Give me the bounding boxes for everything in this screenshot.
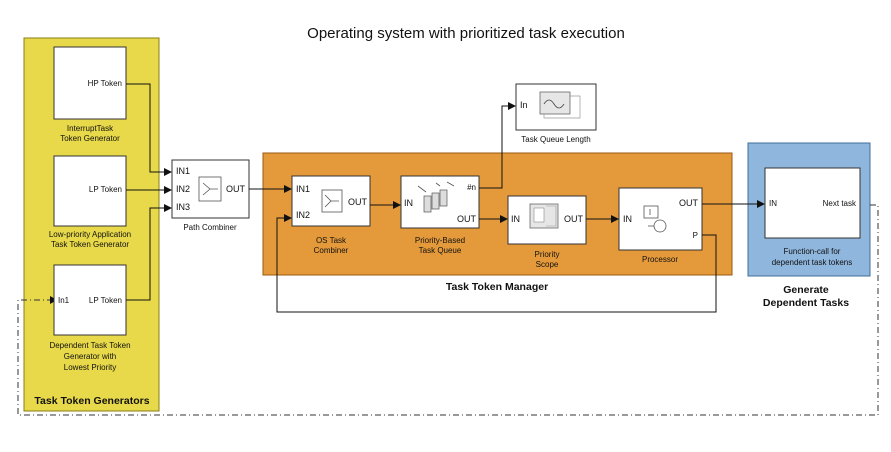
dependent-task-token-generator-block[interactable]: In1 LP Token	[53, 264, 127, 336]
task-queue-length-block[interactable]: In	[515, 83, 597, 131]
scope-icon	[529, 203, 559, 229]
fcall-label-2: dependent task tokens	[772, 258, 853, 267]
lp-token-port: LP Token	[89, 185, 122, 194]
priority-based-task-queue-block[interactable]: IN #n OUT	[400, 175, 480, 229]
os-in1-port: IN1	[296, 184, 310, 194]
hp-to-path-line	[126, 83, 172, 176]
os-in2-port: IN2	[296, 210, 310, 220]
dep-block-label-2: Generator with	[64, 352, 116, 361]
hp-block-label-1: InterruptTask	[67, 124, 114, 133]
processor-block[interactable]: IN OUT P	[618, 187, 703, 251]
lp-block-label-2: Task Token Generator	[51, 240, 129, 249]
low-priority-task-token-generator-block[interactable]: LP Token	[53, 155, 127, 227]
task-token-manager-label: Task Token Manager	[446, 281, 548, 293]
task-token-generators-label: Task Token Generators	[34, 395, 149, 407]
lp-block-label-1: Low-priority Application	[49, 230, 131, 239]
path-in1-port: IN1	[176, 166, 190, 176]
path-combiner-label: Path Combiner	[183, 223, 237, 232]
queue-to-length-line	[479, 102, 516, 189]
qlen-label: Task Queue Length	[521, 135, 590, 144]
os-combiner-label-2: Combiner	[314, 246, 349, 255]
interrupt-task-token-generator-block[interactable]: HP Token	[53, 46, 127, 120]
queue-icon	[417, 181, 455, 213]
queue-label-2: Task Queue	[419, 246, 462, 255]
queue-in-port: IN	[404, 198, 413, 208]
dep-lp-token-port: LP Token	[89, 296, 122, 305]
hp-block-label-2: Token Generator	[60, 134, 120, 143]
proc-p-port: P	[693, 231, 698, 240]
diagram-title: Operating system with prioritized task e…	[307, 25, 625, 42]
path-combiner-icon	[198, 176, 222, 202]
dep-in1-port: In1	[58, 296, 70, 305]
scope-display-icon	[539, 91, 581, 119]
connections	[126, 83, 765, 313]
function-call-block[interactable]: IN Next task Function-call for dependent…	[764, 167, 861, 267]
scope-out-port: OUT	[564, 214, 584, 224]
scope-label-2: Scope	[536, 260, 559, 269]
qlen-in-port: In	[520, 100, 528, 110]
generate-dependent-tasks-label-2: Dependent Tasks	[763, 297, 849, 309]
path-out-port: OUT	[226, 184, 246, 194]
proc-in-port: IN	[623, 214, 632, 224]
path-in2-port: IN2	[176, 184, 190, 194]
fcall-out-port: Next task	[823, 199, 857, 208]
dep-to-path-line	[126, 204, 172, 301]
scope-in-port: IN	[511, 214, 520, 224]
processor-icon	[643, 205, 667, 233]
scope-label-1: Priority	[535, 250, 560, 259]
dep-block-label-1: Dependent Task Token	[49, 341, 130, 350]
os-out-port: OUT	[348, 197, 368, 207]
path-in3-port: IN3	[176, 202, 190, 212]
fcall-in-port: IN	[769, 199, 777, 208]
generate-dependent-tasks-label-1: Generate	[783, 284, 829, 296]
proc-feedback-line	[276, 214, 717, 313]
os-task-combiner-block[interactable]: IN1 IN2 OUT	[291, 175, 371, 227]
processor-label: Processor	[642, 255, 678, 264]
fcall-label-1: Function-call for	[784, 247, 841, 256]
queue-label-1: Priority-Based	[415, 236, 465, 245]
proc-out-port: OUT	[679, 198, 699, 208]
hp-token-port: HP Token	[88, 79, 122, 88]
path-combiner-block[interactable]: IN1 IN2 IN3 OUT	[171, 159, 250, 219]
queue-count-port: #n	[467, 183, 476, 192]
queue-out-port: OUT	[457, 214, 477, 224]
priority-scope-block[interactable]: IN OUT	[507, 195, 587, 245]
feedback-dashed-line	[17, 204, 879, 416]
os-combiner-label-1: OS Task	[316, 236, 347, 245]
dep-block-label-3: Lowest Priority	[64, 363, 116, 372]
os-combiner-icon	[321, 189, 343, 213]
